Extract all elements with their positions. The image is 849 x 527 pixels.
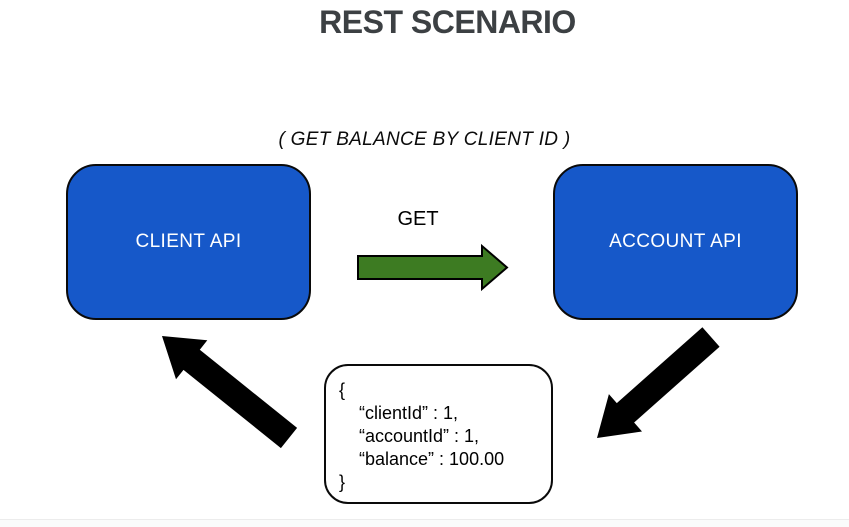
diagram-title: REST SCENARIO (319, 4, 576, 40)
account-api-node: ACCOUNT API (553, 164, 798, 320)
json-open-brace: { (339, 380, 346, 400)
client-api-node: CLIENT API (66, 164, 311, 320)
diagram-subtitle: ( GET BALANCE BY CLIENT ID ) (278, 129, 571, 150)
response-arrow-from-account-icon (597, 327, 720, 438)
json-balance-line: “balance” : 100.00 (359, 449, 505, 469)
account-api-label: ACCOUNT API (609, 231, 742, 252)
json-close-brace: } (339, 472, 346, 492)
response-arrow-to-client-icon (162, 336, 298, 449)
page-edge-strip (0, 519, 849, 527)
request-method-label: GET (397, 208, 439, 230)
response-json-box: { “clientId” : 1, “accountId” : 1, “bala… (324, 364, 553, 504)
json-account-id-line: “accountId” : 1, (359, 426, 480, 446)
client-api-label: CLIENT API (135, 231, 242, 252)
request-arrow-icon (357, 243, 509, 292)
json-client-id-line: “clientId” : 1, (359, 403, 459, 423)
request-arrow-shape (357, 243, 509, 292)
